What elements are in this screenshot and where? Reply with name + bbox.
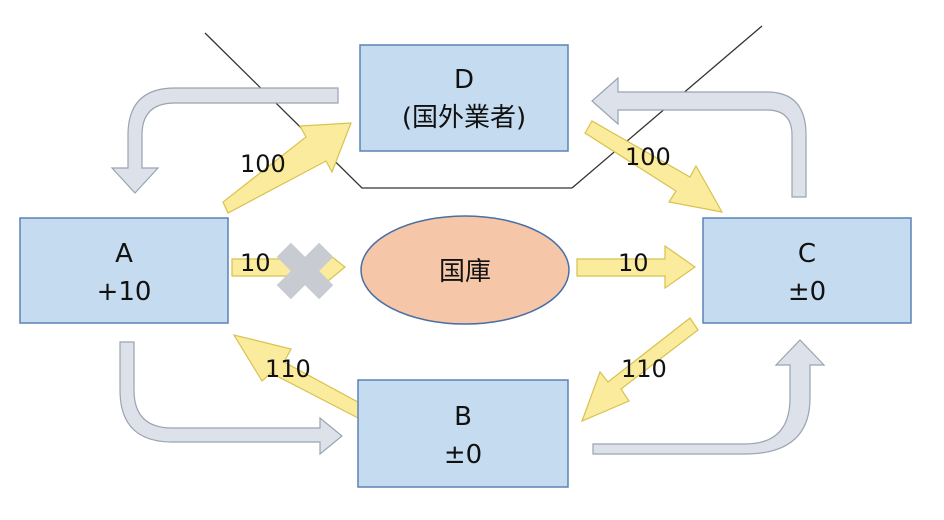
node-c: C ±0 bbox=[702, 217, 912, 324]
cancel-line-left bbox=[204, 32, 572, 189]
flow-arrow-a-to-d bbox=[222, 122, 352, 214]
cross-icon bbox=[276, 242, 334, 300]
flow-label-a-to-treasury: 10 bbox=[240, 249, 271, 277]
flow-arrows bbox=[222, 120, 724, 423]
node-a-balance: +10 bbox=[97, 277, 152, 307]
circulation-arrows bbox=[110, 76, 826, 456]
node-b: B ±0 bbox=[357, 379, 569, 488]
flow-arrow-c-to-b bbox=[580, 317, 699, 423]
circulation-arrow-d-to-a bbox=[110, 87, 339, 194]
flow-arrow-b-to-a bbox=[232, 334, 368, 420]
treasury-ellipse bbox=[360, 215, 570, 325]
flow-label-b-to-a: 110 bbox=[265, 355, 311, 383]
node-d-name: D bbox=[454, 65, 474, 95]
node-c-balance: ±0 bbox=[788, 277, 826, 307]
node-d-subtitle: (国外業者) bbox=[402, 103, 526, 133]
flow-label-a-to-d: 100 bbox=[240, 150, 286, 178]
circulation-arrow-c-to-d bbox=[591, 76, 807, 198]
circulation-arrow-a-to-b bbox=[119, 341, 343, 456]
node-d: D (国外業者) bbox=[359, 44, 569, 152]
node-b-name: B bbox=[454, 402, 472, 432]
node-a: A +10 bbox=[19, 217, 229, 324]
node-a-box bbox=[19, 217, 229, 324]
node-c-box bbox=[702, 217, 912, 324]
flow-label-c-to-b: 110 bbox=[621, 355, 667, 383]
flow-arrow-treasury-to-c bbox=[576, 244, 697, 290]
node-b-balance: ±0 bbox=[444, 440, 482, 470]
treasury-label: 国庫 bbox=[439, 257, 491, 287]
node-d-box bbox=[359, 44, 569, 152]
flow-label-d-to-c: 100 bbox=[625, 143, 671, 171]
node-b-box bbox=[357, 379, 569, 488]
flow-labels: 100 100 10 10 110 110 bbox=[240, 143, 671, 383]
node-a-name: A bbox=[115, 239, 133, 269]
flow-label-treasury-to-c: 10 bbox=[618, 249, 649, 277]
flow-arrow-d-to-c bbox=[584, 120, 724, 213]
circulation-arrow-b-to-c bbox=[592, 339, 826, 455]
node-treasury: 国庫 bbox=[360, 215, 570, 325]
node-c-name: C bbox=[798, 239, 816, 269]
